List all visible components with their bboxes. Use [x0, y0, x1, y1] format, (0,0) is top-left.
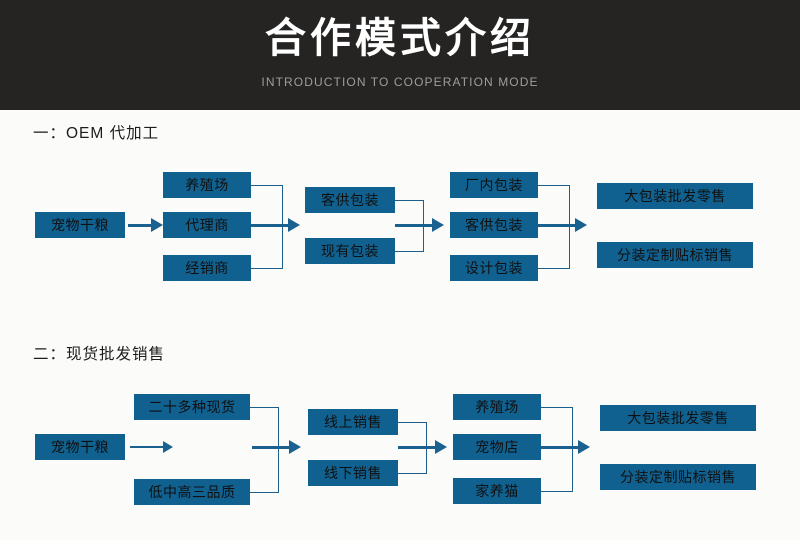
connector-line: [538, 267, 570, 269]
flow-arrow-head: [435, 440, 447, 455]
flow-box[interactable]: 客供包装: [305, 187, 395, 213]
connector-line: [538, 184, 570, 186]
header-banner: 合作模式介绍 INTRODUCTION TO COOPERATION MODE: [0, 0, 800, 110]
flow-box[interactable]: 厂内包装: [450, 172, 538, 198]
connector-line: [541, 406, 573, 408]
flow-box[interactable]: 家养猫: [453, 478, 541, 504]
page-subtitle: INTRODUCTION TO COOPERATION MODE: [261, 75, 539, 89]
flow-arrow-shaft: [252, 445, 292, 449]
flow-box[interactable]: 设计包装: [450, 255, 538, 281]
flow-arrow-shaft: [395, 223, 435, 227]
connector-line: [278, 406, 280, 493]
connector-line: [395, 250, 424, 252]
connector-line: [250, 491, 279, 493]
flow-arrow-shaft: [130, 445, 165, 449]
flow-box[interactable]: 宠物干粮: [35, 212, 125, 238]
connector-line: [250, 406, 279, 408]
flow-arrow-head: [163, 441, 173, 454]
connector-line: [541, 490, 573, 492]
flow-box[interactable]: 低中高三品质: [134, 479, 250, 505]
connector-line: [398, 472, 427, 474]
flow-arrow-shaft: [251, 223, 291, 227]
flow-arrow-shaft: [398, 445, 438, 449]
flow-arrow-head: [151, 218, 163, 233]
connector-line: [572, 406, 574, 492]
flow-box[interactable]: 大包装批发零售: [597, 183, 753, 209]
flow-arrow-head: [288, 218, 300, 233]
flow-box[interactable]: 线下销售: [308, 460, 398, 486]
connector-line: [398, 421, 427, 423]
flow-arrow-shaft: [538, 223, 578, 227]
flow-box[interactable]: 养殖场: [163, 172, 251, 198]
flow-arrow-shaft: [128, 223, 153, 227]
flow-arrow-head: [578, 440, 590, 455]
flow-box[interactable]: 现有包装: [305, 238, 395, 264]
connector-line: [395, 199, 424, 201]
flow-box[interactable]: 宠物店: [453, 434, 541, 460]
flow-box[interactable]: 代理商: [163, 212, 251, 238]
flow-box[interactable]: 分装定制贴标销售: [597, 242, 753, 268]
connector-line: [251, 267, 283, 269]
flow-box[interactable]: 二十多种现货: [134, 394, 250, 420]
section-1-heading: 一：OEM 代加工: [33, 125, 160, 142]
flow-arrow-shaft: [541, 445, 581, 449]
flow-box[interactable]: 宠物干粮: [35, 434, 125, 460]
section-2-heading: 二：现货批发销售: [33, 346, 166, 363]
connector-line: [251, 184, 283, 186]
flow-arrow-head: [432, 218, 444, 233]
flow-box[interactable]: 客供包装: [450, 212, 538, 238]
page-title: 合作模式介绍: [265, 15, 535, 61]
flow-box[interactable]: 养殖场: [453, 394, 541, 420]
flow-arrow-head: [575, 218, 587, 233]
flow-box[interactable]: 线上销售: [308, 409, 398, 435]
flow-box[interactable]: 经销商: [163, 255, 251, 281]
flow-arrow-head: [289, 440, 301, 455]
flow-box[interactable]: 大包装批发零售: [600, 405, 756, 431]
flow-box[interactable]: 分装定制贴标销售: [600, 464, 756, 490]
